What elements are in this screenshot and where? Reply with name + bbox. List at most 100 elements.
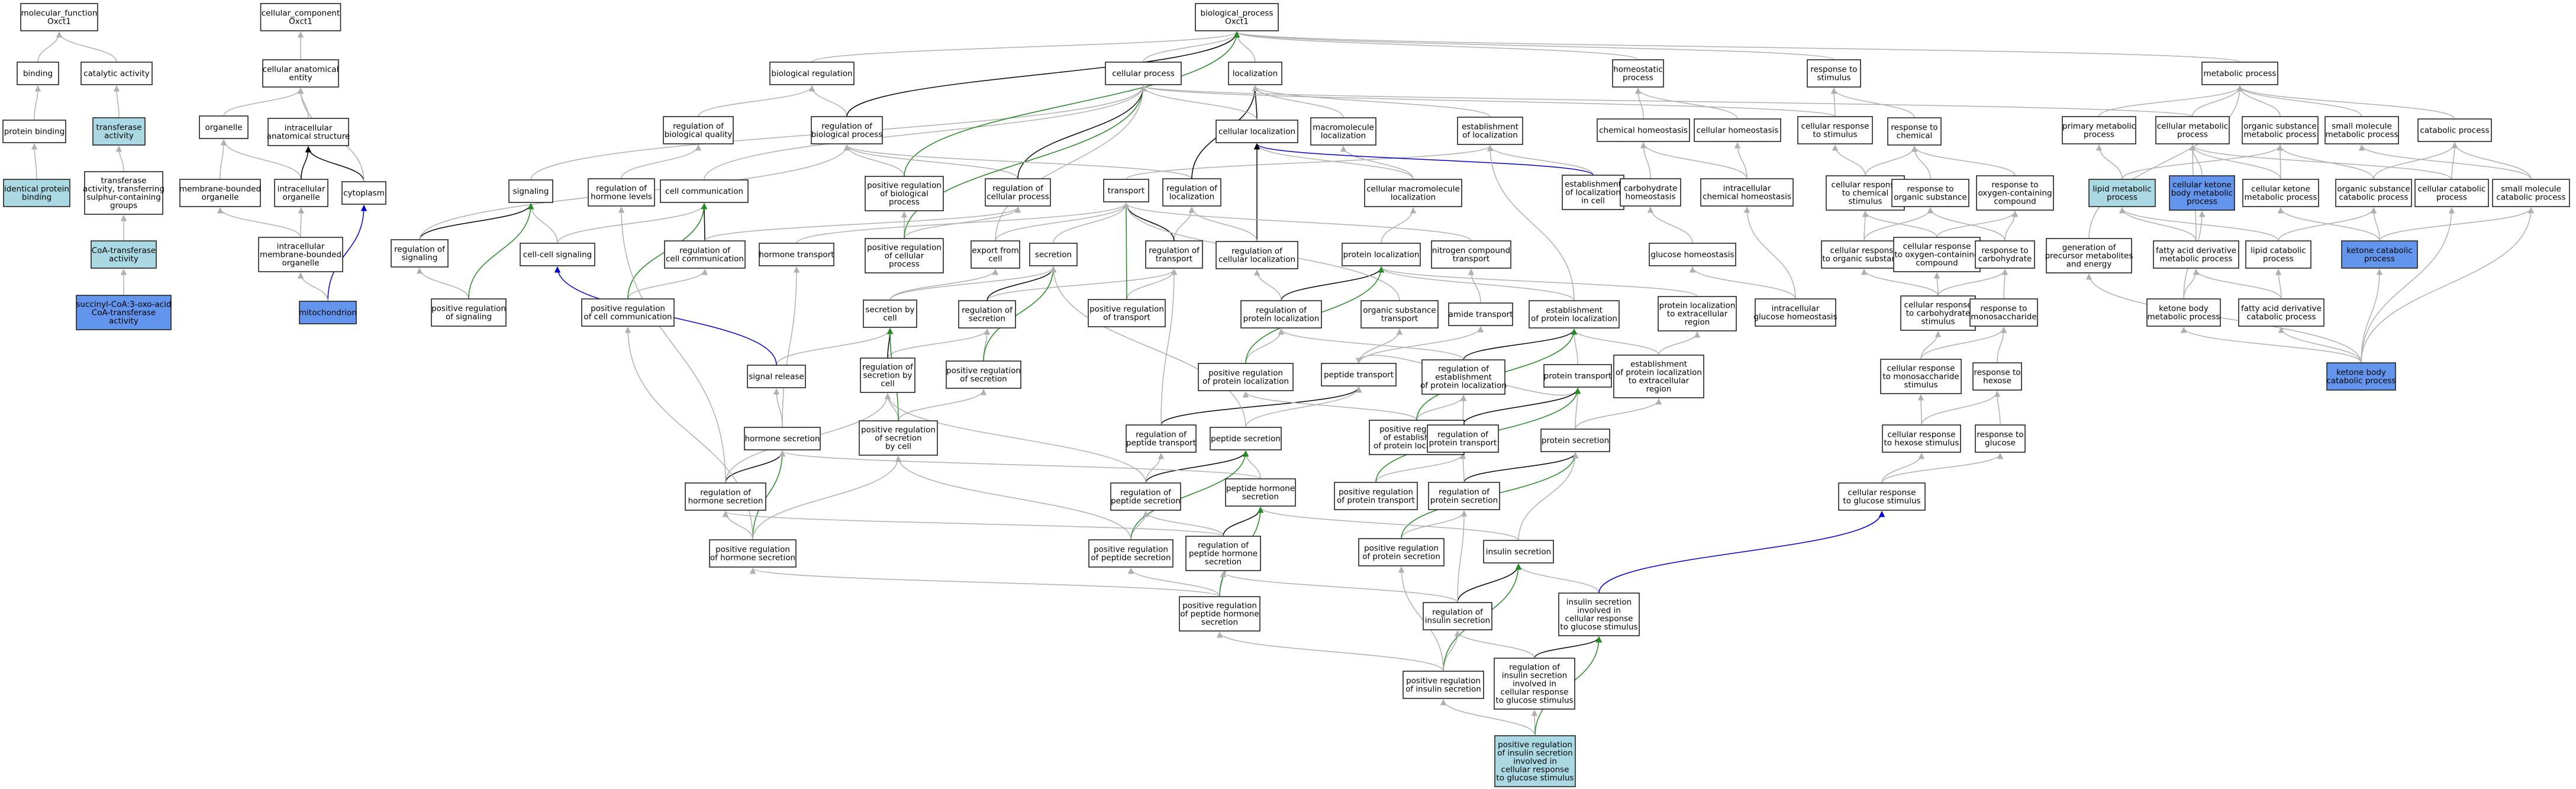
go-term-node-hormtrans[interactable]: hormone transport xyxy=(759,243,834,266)
go-term-node-transport[interactable]: transport xyxy=(1103,179,1149,202)
go-term-node-signaling[interactable]: signaling xyxy=(508,179,553,203)
go-term-node-organelle[interactable]: organelle xyxy=(199,115,249,139)
go-term-node-succoa[interactable]: succinyl-CoA:3-oxo-acidCoA-transferaseac… xyxy=(76,295,172,330)
go-term-node-cellloc[interactable]: cellular localization xyxy=(1216,120,1298,143)
go-term-node-peptrans[interactable]: peptide transport xyxy=(1321,363,1397,387)
go-term-node-cellcomm[interactable]: cell communication xyxy=(660,179,749,203)
go-term-node-protloc[interactable]: protein localization xyxy=(1342,243,1421,266)
go-term-node-sigrel[interactable]: signal release xyxy=(747,365,806,388)
go-term-node-localization[interactable]: localization xyxy=(1228,62,1282,85)
go-term-node-cellhomeo[interactable]: cellular homeostasis xyxy=(1694,118,1781,142)
go-term-node-chemhomeo[interactable]: chemical homeostasis xyxy=(1597,118,1690,142)
go-term-node-protsec[interactable]: protein secretion xyxy=(1540,429,1610,452)
go-term-node-ccsig[interactable]: cell-cell signaling xyxy=(520,243,595,266)
go-term-node-gluhomeo[interactable]: glucose homeostasis xyxy=(1649,243,1736,266)
go-term-node-cyto[interactable]: cytoplasm xyxy=(341,181,386,205)
go-term-node-prottrans[interactable]: protein transport xyxy=(1543,364,1612,388)
go-term-node-metproc[interactable]: metabolic process xyxy=(2201,62,2278,85)
go-term-node-inssec[interactable]: insulin secretion xyxy=(1483,540,1554,563)
go-term-node-hormsec[interactable]: hormone secretion xyxy=(744,427,821,450)
go-term-node-catact[interactable]: catalytic activity xyxy=(80,62,153,85)
go-term-node-secretion[interactable]: secretion xyxy=(1029,243,1078,266)
